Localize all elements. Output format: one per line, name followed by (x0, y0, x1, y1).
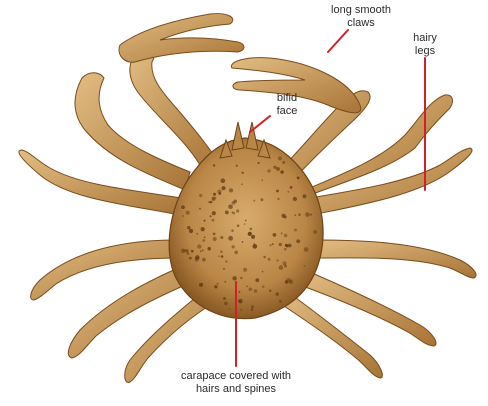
label-carapace-line2: hairs and spines (166, 383, 306, 396)
label-carapace-line1: carapace covered with (166, 370, 306, 383)
pointer-face (250, 116, 270, 132)
label-legs-line2: legs (400, 45, 450, 58)
label-face-line2: face (262, 105, 312, 118)
label-legs-line1: hairy (400, 32, 450, 45)
label-claws: long smooth claws (318, 4, 404, 30)
leg-left-4 (68, 265, 192, 358)
label-claws-line2: claws (318, 17, 404, 30)
pointer-claws (328, 30, 348, 52)
claw-left-arm (130, 48, 220, 165)
label-claws-line1: long smooth (318, 4, 404, 17)
label-face-line1: bifid (262, 92, 312, 105)
claw-left-pincer (119, 14, 244, 63)
label-face: bifid face (262, 92, 312, 118)
label-legs: hairy legs (400, 32, 450, 58)
leg-right-4 (300, 270, 436, 346)
label-carapace: carapace covered with hairs and spines (166, 370, 306, 396)
leg-right-3 (315, 240, 476, 278)
